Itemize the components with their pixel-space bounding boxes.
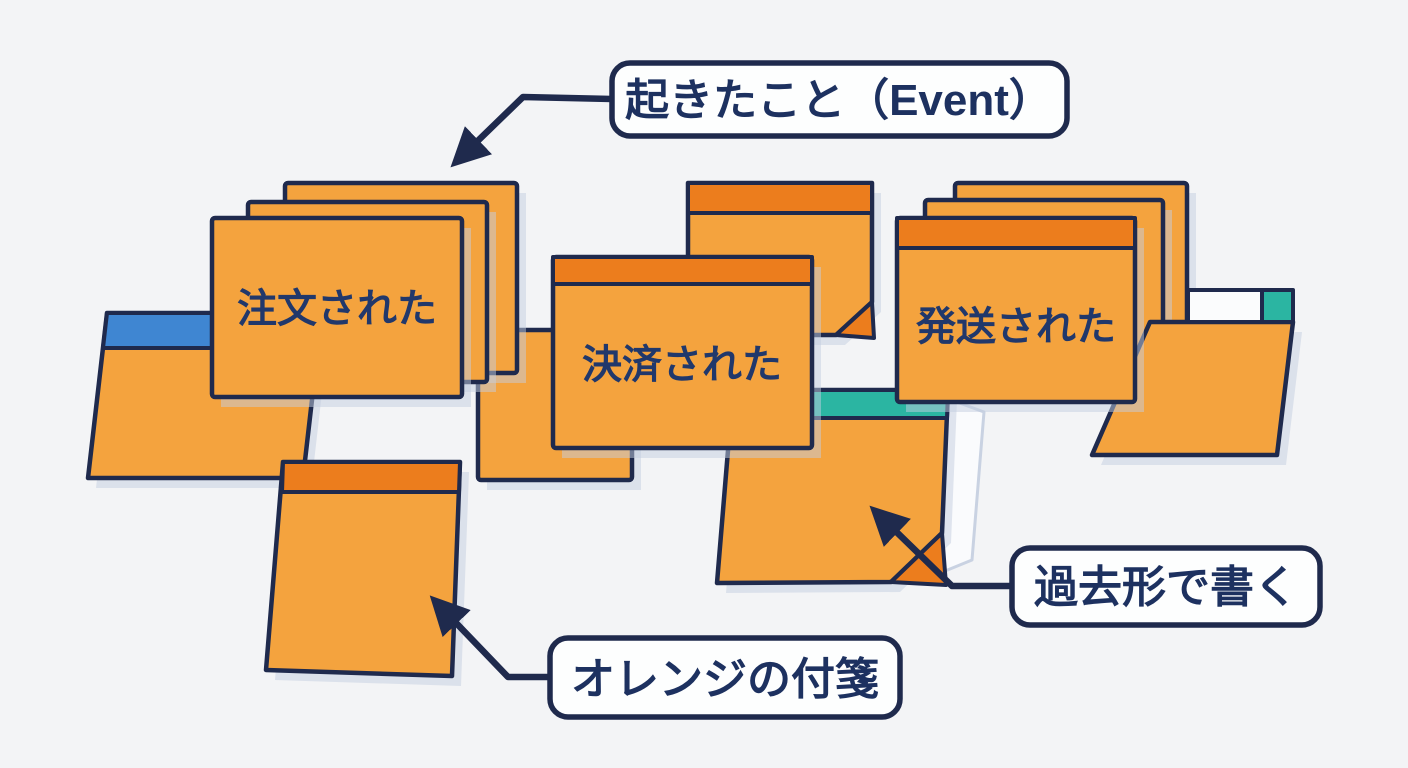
note-paid-text: 決済された xyxy=(582,343,782,387)
callout-past-tense-text: 過去形で書く xyxy=(1034,563,1298,612)
callout-orange-sticky: オレンジの付箋 xyxy=(547,635,903,720)
note-shipped-text: 発送された xyxy=(916,305,1116,349)
sticky-note-white-teal-top xyxy=(1089,288,1302,465)
callout-past-tense: 過去形で書く xyxy=(1009,545,1323,628)
sticky-note-paid: 決済された xyxy=(550,254,821,458)
arrow-past-tense-label xyxy=(869,505,1012,590)
sticky-note-ordered xyxy=(209,215,465,400)
orange-header-strip xyxy=(895,216,1137,250)
sticky-note-stack-ordered: 注文された xyxy=(209,180,526,407)
sticky-note-shipped: 発送された xyxy=(894,215,1144,412)
orange-header-strip xyxy=(551,255,814,286)
arrow-event-label xyxy=(450,93,613,168)
folded-corner xyxy=(889,531,948,587)
arrow-orange-sticky-label xyxy=(429,595,550,681)
white-header-strip xyxy=(1186,288,1264,324)
callout-event-text: 起きたこと（Event） xyxy=(625,76,1053,125)
folded-corner xyxy=(834,300,876,340)
orange-header-strip xyxy=(280,460,462,494)
note-ordered-text: 注文された xyxy=(237,287,437,331)
orange-header-strip xyxy=(686,181,874,215)
sticky-note-blank-orange xyxy=(263,459,469,686)
callout-event: 起きたこと（Event） xyxy=(609,60,1070,139)
teal-header-square xyxy=(1260,288,1295,324)
callout-orange-sticky-text: オレンジの付箋 xyxy=(571,655,879,704)
